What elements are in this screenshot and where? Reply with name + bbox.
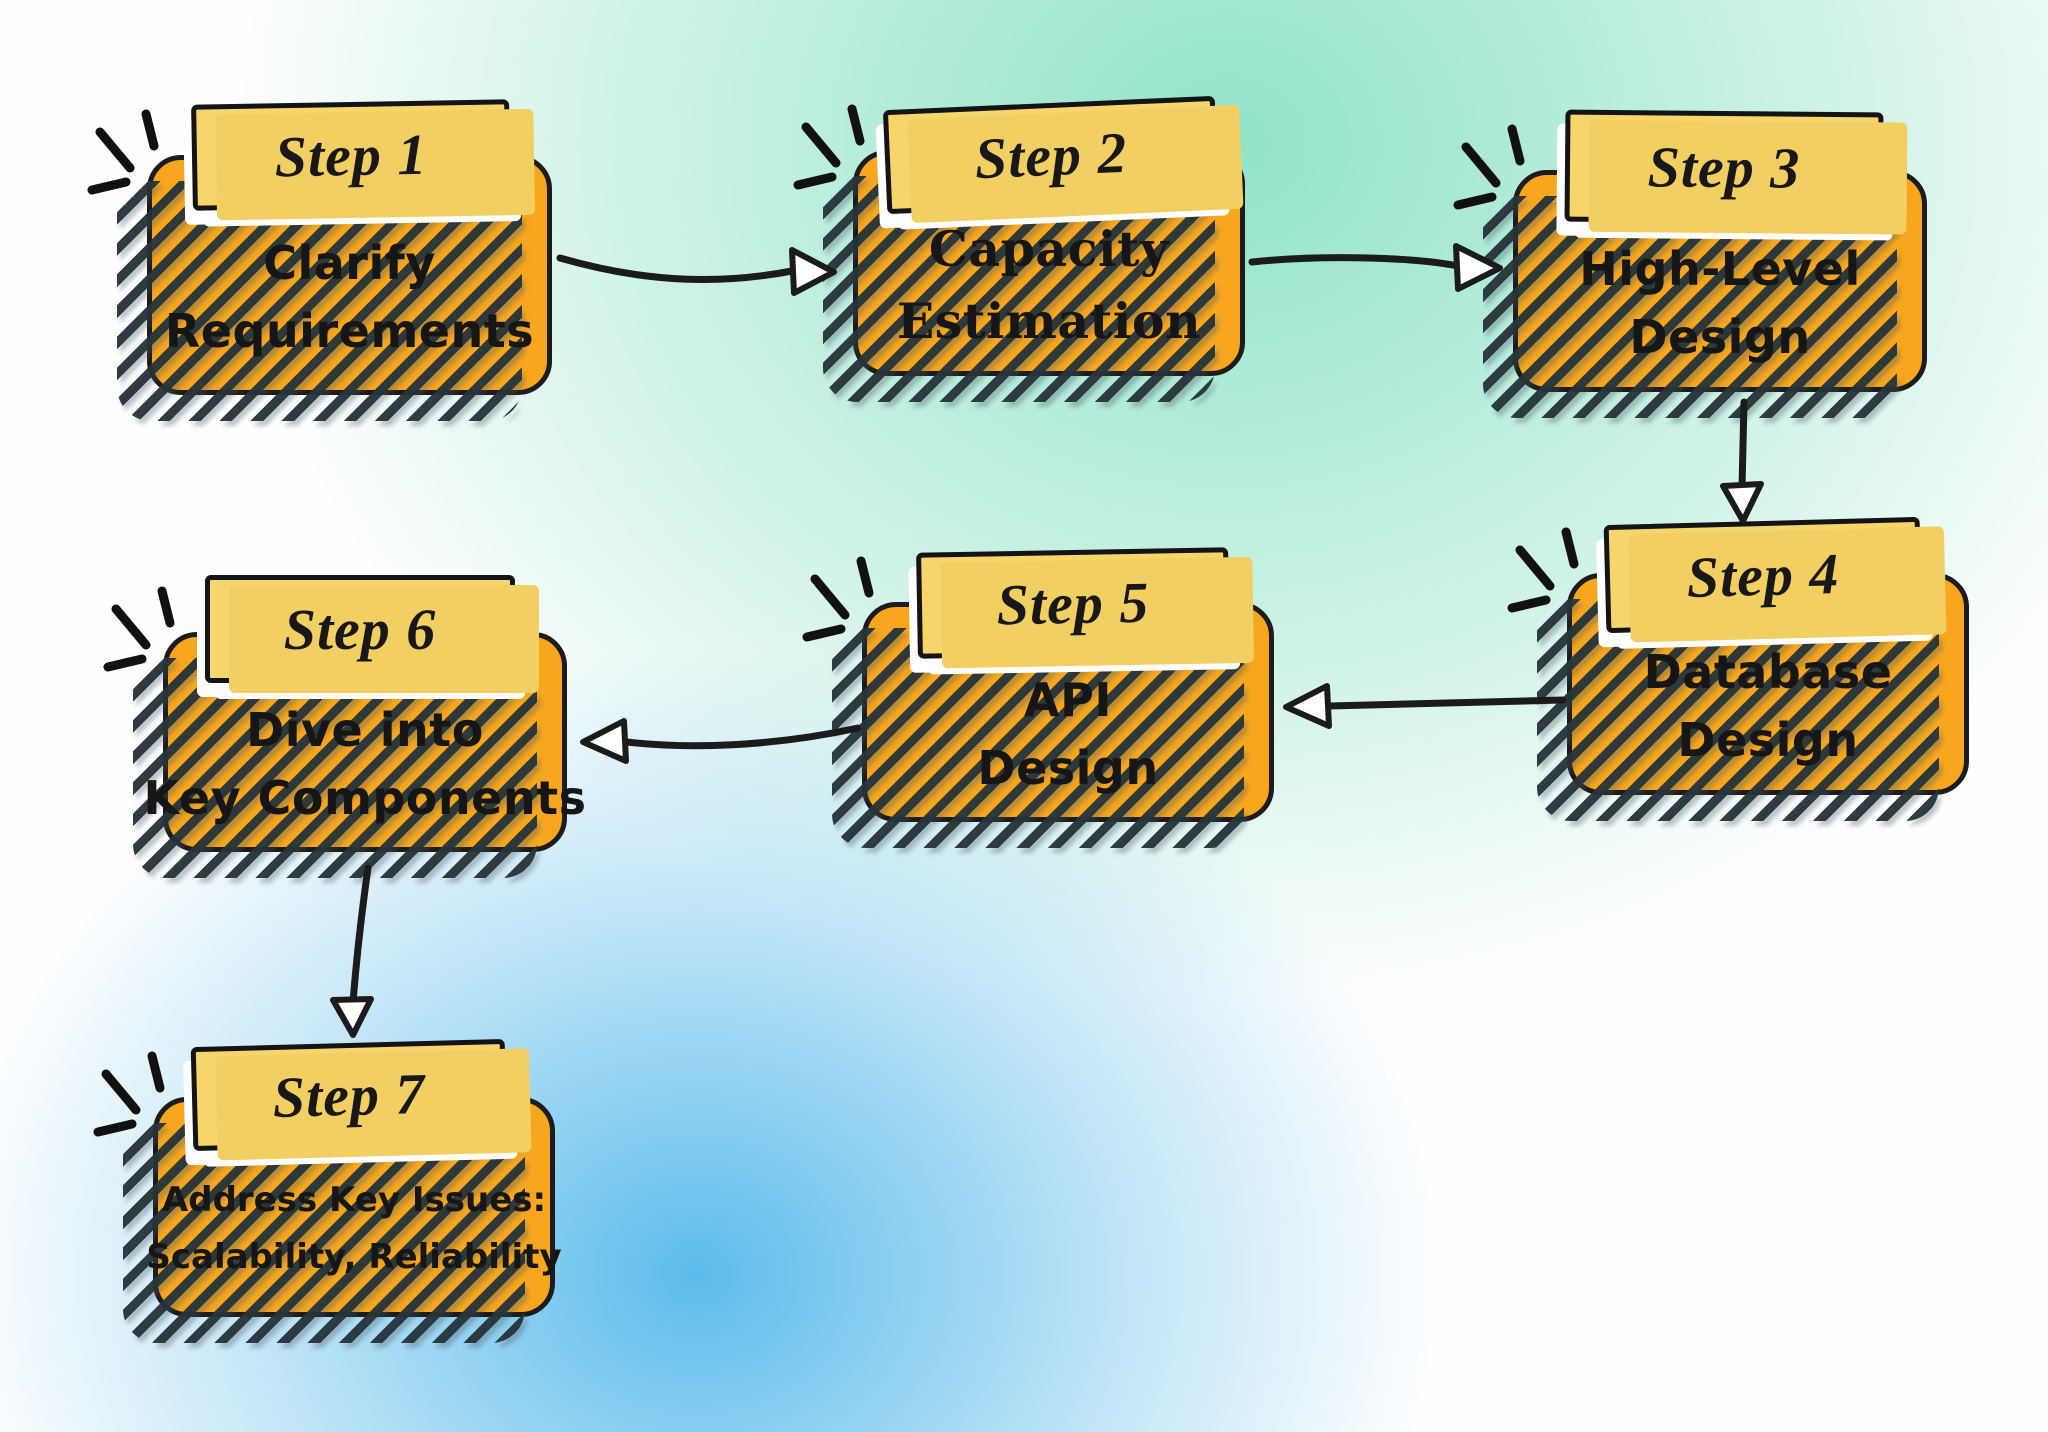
step-text-line: Clarify xyxy=(263,235,436,290)
step-3-tab: Step 3 xyxy=(1564,109,1884,225)
step-7-node: Address Key Issues: Scalability, Reliabi… xyxy=(93,1038,562,1317)
step-5-node: API Design Step 5 xyxy=(802,547,1274,822)
step-5-tab: Step 5 xyxy=(916,547,1230,659)
step-1-node: Clarify Requirements Step 1 xyxy=(87,99,552,395)
step-text-line: High-Level xyxy=(1579,241,1861,296)
step-text-line: API xyxy=(1024,672,1112,727)
step-7-text: Address Key Issues: Scalability, Reliabi… xyxy=(146,1154,561,1304)
step-6-text: Dive into Key Components xyxy=(144,689,586,839)
arrow-step2-to-step3 xyxy=(1248,243,1503,292)
arrow-step6-to-step7 xyxy=(330,864,374,1038)
sparkle-icon xyxy=(1507,527,1579,613)
step-4-label: Step 4 xyxy=(1685,540,1841,610)
step-text-line: Estimation xyxy=(896,292,1202,350)
step-5-label: Step 5 xyxy=(996,569,1150,637)
step-1-tab: Step 1 xyxy=(191,99,511,211)
sparkle-icon xyxy=(802,556,874,642)
step-2-text: Capacity Estimation xyxy=(862,207,1236,363)
step-6-node: Dive into Key Components Step 6 xyxy=(103,575,586,852)
sparkle-icon xyxy=(93,1051,165,1137)
arrow-step5-to-step6 xyxy=(580,718,862,764)
sparkle-icon xyxy=(87,109,159,195)
step-text-line: Address Key Issues: xyxy=(161,1180,547,1220)
arrow-step1-to-step2 xyxy=(556,247,837,296)
step-text-line: Dive into xyxy=(246,702,484,757)
step-2-tab: Step 2 xyxy=(882,95,1220,215)
sparkle-icon xyxy=(793,104,865,190)
sparkle-icon xyxy=(103,586,175,672)
step-3-label: Step 3 xyxy=(1647,133,1801,201)
step-text-line: Requirements xyxy=(164,304,535,358)
step-7-label: Step 7 xyxy=(271,1060,427,1130)
step-6-tab: Step 6 xyxy=(205,575,515,683)
step-text-line: Capacity xyxy=(928,219,1170,278)
step-text-line: Key Components xyxy=(143,771,587,825)
step-text-line: Scalability, Reliability xyxy=(146,1237,562,1277)
step-text-line: Database xyxy=(1643,644,1893,699)
step-2-label: Step 2 xyxy=(973,119,1129,191)
step-text-line: Design xyxy=(1677,713,1859,767)
step-1-label: Step 1 xyxy=(274,121,428,189)
step-4-text: Database Design xyxy=(1576,630,1960,782)
step-text-line: Design xyxy=(1629,310,1811,364)
step-3-text: High-Level Design xyxy=(1522,227,1918,379)
step-4-tab: Step 4 xyxy=(1603,516,1923,634)
step-3-node: High-Level Design Step 3 xyxy=(1453,109,1927,392)
step-1-text: Clarify Requirements xyxy=(156,212,543,382)
step-7-tab: Step 7 xyxy=(190,1038,508,1152)
step-2-node: Capacity Estimation Step 2 xyxy=(793,95,1245,376)
step-5-text: API Design xyxy=(871,659,1265,809)
step-4-node: Database Design Step 4 xyxy=(1507,516,1969,795)
arrow-step4-to-step5 xyxy=(1283,683,1567,729)
step-6-label: Step 6 xyxy=(283,596,437,662)
arrow-step3-to-step4 xyxy=(1720,398,1764,524)
sparkle-icon xyxy=(1453,124,1525,210)
step-text-line: Design xyxy=(977,741,1159,795)
